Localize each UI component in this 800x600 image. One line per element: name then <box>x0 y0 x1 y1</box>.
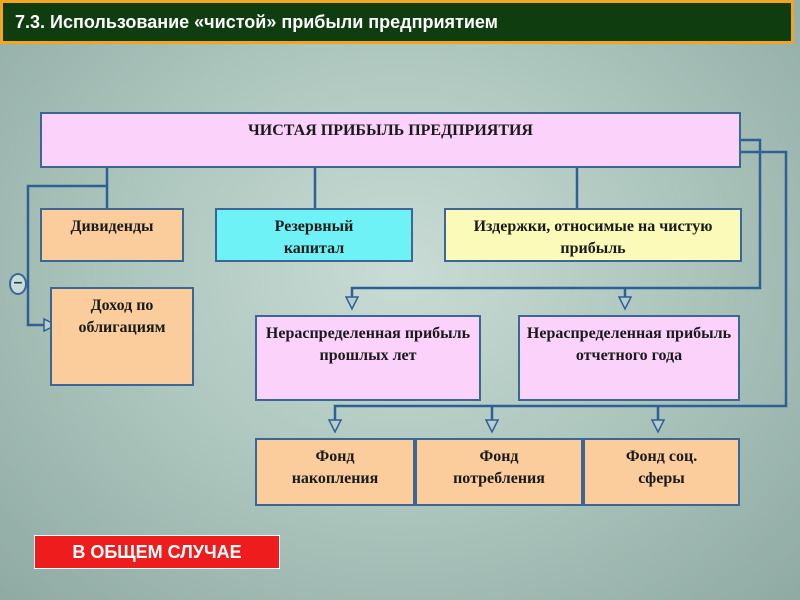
arrow-down-icon <box>484 419 500 434</box>
retained-current-box: Нераспределенная прибыль отчетного года <box>518 315 740 401</box>
retained-past-box: Нераспределенная прибыль прошлых лет <box>255 315 481 401</box>
net-profit-box: ЧИСТАЯ ПРИБЫЛЬ ПРЕДПРИЯТИЯ <box>40 112 741 168</box>
arrow-down-icon <box>327 419 343 434</box>
bond-income-box: Доход по облигациям <box>50 287 194 386</box>
reserve-capital-box: Резервный капитал <box>215 208 413 262</box>
arrow-down-icon <box>344 296 360 311</box>
costs-box: Издержки, относимые на чистую прибыль <box>444 208 742 262</box>
accumulation-fund-box: Фонд накопления <box>255 438 415 506</box>
arrow-down-icon <box>650 419 666 434</box>
dividends-box: Дивиденды <box>40 208 184 262</box>
slide-title: 7.3. Использование «чистой» прибыли пред… <box>0 0 794 44</box>
general-case-badge: В ОБЩЕМ СЛУЧАЕ <box>34 535 280 569</box>
consumption-fund-box: Фонд потребления <box>415 438 583 506</box>
minus-icon: – <box>9 273 27 295</box>
social-fund-box: Фонд соц. сферы <box>583 438 740 506</box>
arrow-down-icon <box>617 296 633 311</box>
